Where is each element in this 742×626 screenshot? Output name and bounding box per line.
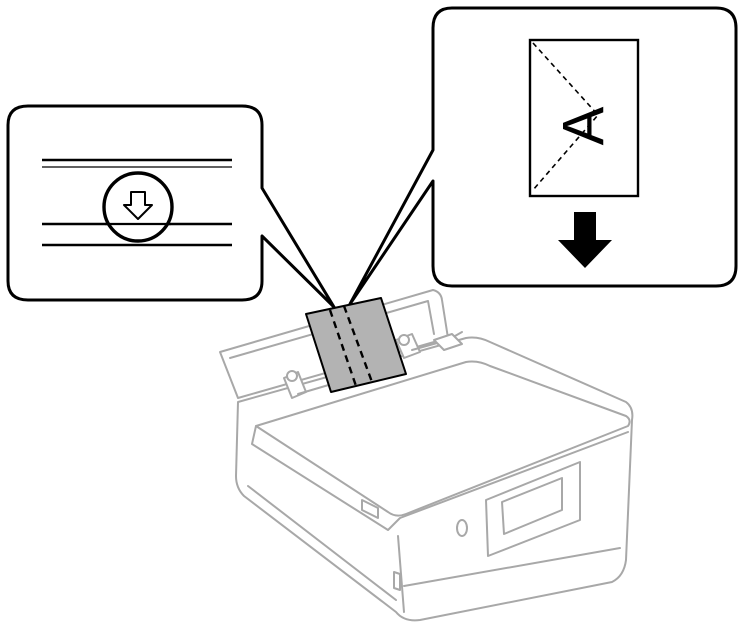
power-button-icon [456,519,468,537]
arrow-down-in-circle-icon [123,191,153,220]
paper-sheet [305,297,407,393]
printer-illustration [219,289,634,622]
sheet-illustration [528,38,640,198]
right-guide-knob [398,334,410,346]
paper-sheet-in-feeder [305,297,407,393]
paper-fold-dash-2 [342,305,374,383]
printer-side-seam [247,485,397,601]
left-guide-knob [286,370,298,382]
printer-lid [255,360,631,517]
printer-bottom-tray [403,547,621,587]
left-guide-arm [297,383,333,395]
sheet-letter: A [552,106,617,145]
printer-front-edge [251,425,629,531]
rear-paper-support-inner [229,300,435,359]
paper-fold-dash-1 [328,309,358,387]
control-panel-screen [501,477,563,535]
side-slot [393,571,401,591]
callout-left [6,104,336,309]
sheet-fold-line [532,42,600,191]
callout-right: A [348,6,738,306]
front-port [361,499,379,519]
feeder-cover [433,333,463,351]
arrow-down-icon [558,212,612,268]
